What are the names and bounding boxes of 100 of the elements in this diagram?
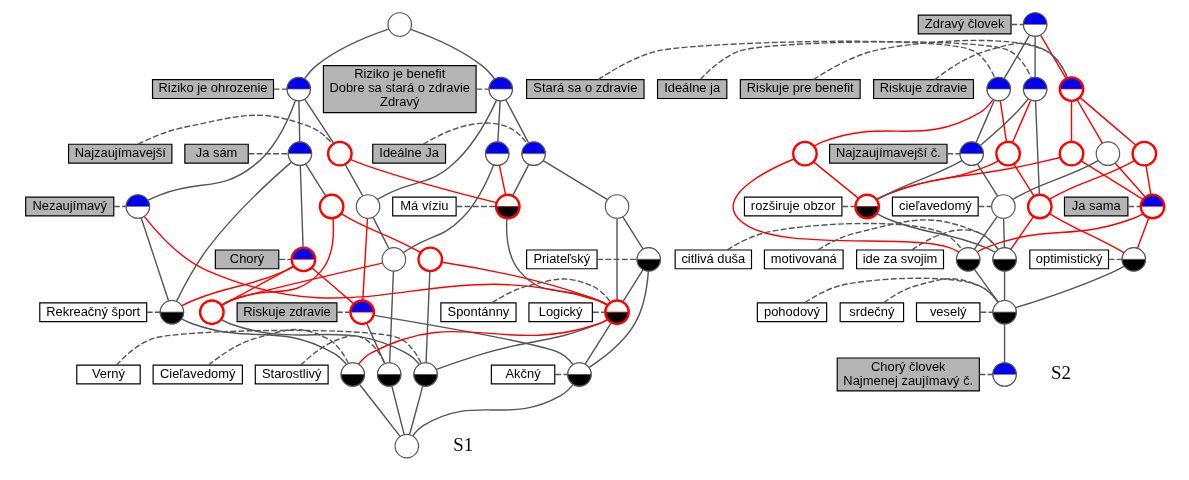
connector (247, 152, 289, 155)
connector (910, 229, 999, 251)
connector (390, 385, 405, 435)
connector (115, 329, 422, 366)
connector (371, 216, 390, 250)
connector (409, 28, 495, 80)
node-box: Ideálne Ja (371, 143, 446, 164)
connector (297, 100, 300, 143)
connector (979, 311, 993, 313)
connector (424, 270, 431, 364)
connector (490, 278, 611, 304)
connector (841, 205, 856, 208)
connector (335, 311, 351, 313)
node-box: ide za svojim (855, 249, 944, 270)
connector (361, 217, 368, 301)
connector (349, 158, 497, 204)
connector (803, 277, 999, 304)
connector (303, 98, 334, 144)
connector (1039, 34, 1067, 80)
connector (376, 99, 497, 201)
node-circle (1130, 140, 1157, 167)
connector (875, 156, 1061, 200)
connector (542, 159, 608, 201)
connector (1048, 212, 1125, 254)
connector (1048, 159, 1135, 200)
node-box: Ideálne ja (656, 79, 727, 100)
connector (1127, 205, 1141, 208)
connector (813, 99, 994, 147)
connector (976, 163, 998, 197)
connector (1076, 99, 1103, 144)
node-circle (393, 433, 419, 459)
node-circle (318, 193, 345, 220)
node-box: citlivá duša (674, 249, 752, 270)
connector (875, 160, 999, 200)
connector (145, 311, 161, 313)
connector (175, 161, 292, 302)
node-circle (1026, 193, 1053, 220)
connector (554, 373, 568, 376)
node-circle (381, 247, 406, 272)
connector (140, 217, 169, 302)
connector (496, 100, 501, 143)
connector (1011, 159, 1099, 200)
connector (726, 222, 962, 251)
node-box: optimistický (1028, 249, 1109, 270)
connector (1144, 164, 1152, 196)
node-box: Priateľský (525, 249, 598, 270)
connector (1002, 217, 1005, 249)
connector (422, 122, 528, 145)
node-box: Riziko je benefit Dobre sa stará o zdravie Zdravý (322, 65, 477, 114)
node-box: Riskuje pre benefit (739, 79, 861, 100)
connector (220, 217, 334, 306)
node-circle (198, 299, 225, 326)
connector (882, 278, 999, 304)
connector (1009, 216, 1034, 251)
connector (875, 159, 963, 201)
connector (180, 265, 294, 307)
connector (979, 98, 1029, 147)
label: S2 (1050, 361, 1071, 383)
connector (1012, 163, 1035, 197)
connector (946, 152, 961, 155)
connector (1034, 100, 1040, 196)
connector (978, 373, 993, 376)
connector (498, 164, 506, 196)
connector (699, 41, 1032, 81)
node-box: srdečný (839, 302, 904, 323)
connector (388, 270, 394, 364)
connector (973, 216, 998, 251)
node-box: Najzaujímavejší (67, 143, 172, 164)
connector (310, 267, 355, 305)
connector (358, 384, 401, 437)
connector (220, 262, 383, 306)
connector (1003, 270, 1005, 302)
connector (816, 219, 999, 251)
connector (402, 164, 494, 254)
connector (207, 328, 349, 366)
connector (136, 114, 333, 145)
label: S1 (452, 433, 473, 455)
node-box: Stará sa o zdravie (525, 79, 645, 100)
connector (583, 322, 612, 365)
connector (875, 213, 996, 253)
connector (411, 383, 574, 437)
node-circle (1058, 140, 1084, 167)
node-box: Verný (75, 364, 141, 385)
connector (357, 318, 608, 365)
node-circle (355, 194, 380, 219)
node-box: cieľavedomý (891, 196, 979, 217)
node-box: Rekreačný šport (38, 302, 147, 323)
connector (1107, 258, 1123, 261)
connector (1010, 23, 1024, 26)
node-box: pohodový (756, 302, 827, 323)
connector (1078, 96, 1136, 146)
connector (372, 314, 574, 366)
node-box: rozširuje obzor (743, 196, 842, 217)
connector (299, 164, 304, 249)
connector (597, 40, 995, 81)
connector (976, 213, 1144, 253)
connector (112, 205, 127, 208)
node-box: Ja sám (183, 143, 249, 164)
connector (974, 99, 995, 144)
connector (1079, 160, 1144, 201)
